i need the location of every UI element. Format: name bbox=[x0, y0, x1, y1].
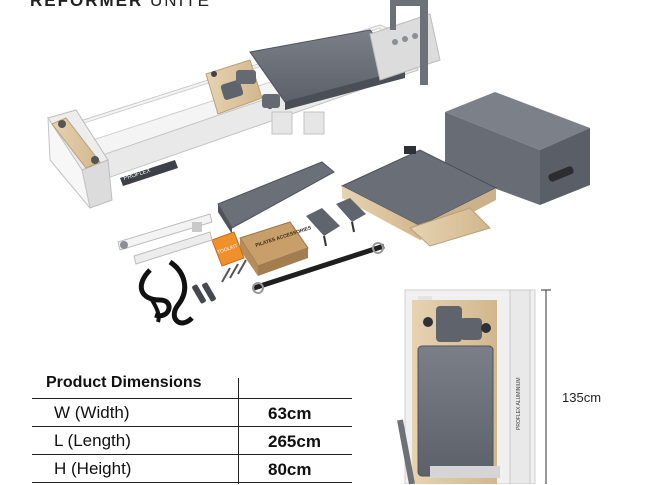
jump-platform bbox=[340, 146, 498, 247]
toolkit-bag: TOOLKIT bbox=[211, 231, 245, 267]
accessory-box: PILATES ACCESSORIES bbox=[239, 221, 313, 276]
foot-bar bbox=[117, 213, 213, 265]
dimensions-table: Product Dimensions bbox=[32, 370, 352, 400]
pads-small bbox=[306, 198, 366, 247]
upright-reformer: PROFLEX ALUMINIUM bbox=[397, 289, 536, 484]
row-label: H (Height) bbox=[54, 459, 132, 478]
dimensions-heading: Product Dimensions bbox=[46, 374, 202, 391]
row-label: L (Length) bbox=[54, 431, 131, 450]
reformer-frame: PROFLEX bbox=[47, 0, 441, 209]
table-bottom-border bbox=[32, 482, 352, 485]
table-row: L (Length) 265cm bbox=[32, 426, 352, 455]
table-row: W (Width) 63cm bbox=[32, 398, 352, 427]
upright-side-text: PROFLEX ALUMINIUM bbox=[516, 377, 522, 430]
row-value: 80cm bbox=[268, 460, 312, 479]
sitting-box bbox=[445, 92, 590, 205]
product-title-bold: REFORMER bbox=[30, 0, 144, 10]
product-title: REFORMER UNITE bbox=[30, 0, 211, 11]
table-divider bbox=[238, 378, 239, 484]
height-dimension-line bbox=[541, 289, 551, 484]
handles-and-pins bbox=[192, 259, 247, 304]
row-value: 63cm bbox=[268, 404, 312, 423]
table-row: H (Height) 80cm bbox=[32, 454, 352, 483]
straps bbox=[138, 242, 385, 326]
product-title-light: UNITE bbox=[150, 0, 212, 10]
upright-height-label: 135cm bbox=[562, 390, 602, 405]
long-box-pad bbox=[217, 161, 335, 234]
row-value: 265cm bbox=[268, 432, 321, 451]
row-label: W (Width) bbox=[54, 403, 130, 422]
